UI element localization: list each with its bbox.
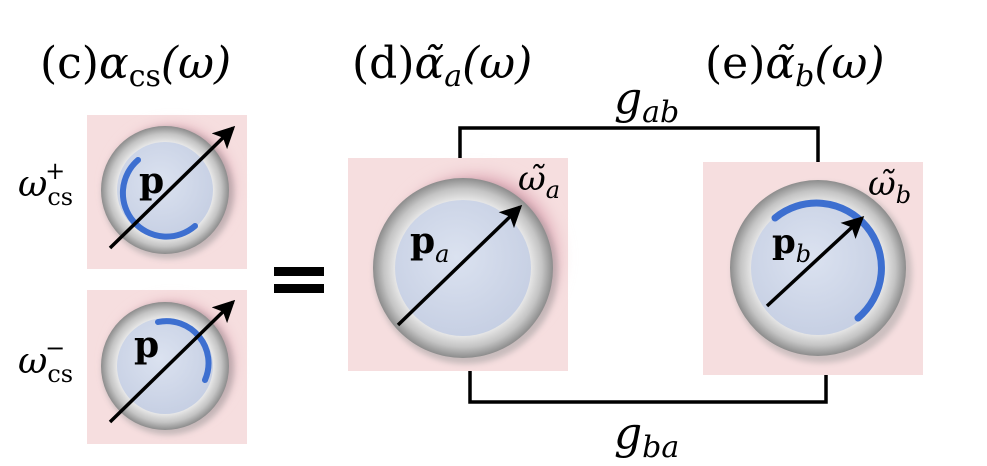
omega-a-label: ω̃a xyxy=(518,159,560,204)
panel-e-resonator: pb ω̃b xyxy=(703,162,923,375)
equals-sign xyxy=(274,267,324,293)
dipole-label: pa xyxy=(410,220,449,268)
omega-b-label: ω̃b xyxy=(868,164,911,209)
coupling-line-ba xyxy=(465,352,828,404)
dipole-arrow xyxy=(396,204,523,327)
resonator-core xyxy=(395,200,531,336)
mode-arc xyxy=(771,199,885,322)
coupling-gba-label: gba xyxy=(614,408,679,465)
coupling-gab-label: gab xyxy=(614,73,679,130)
panel-d-resonator: pa ω̃a xyxy=(348,158,571,371)
panel-d-title: (d)α̃a(ω) xyxy=(352,38,532,94)
resonator-core xyxy=(117,142,213,238)
panel-e-title: (e)α̃b(ω) xyxy=(705,38,885,94)
panel-c-resonator-plus: p xyxy=(87,115,247,269)
panel-c-resonator-minus: p xyxy=(87,290,247,444)
dipole-arrow xyxy=(108,299,236,424)
dipole-label: p xyxy=(139,160,164,202)
panel-c-title: (c)αcs(ω) xyxy=(40,38,231,94)
dipole-arrow xyxy=(765,215,865,308)
omega-cs-minus-label: ωcs− xyxy=(18,334,73,388)
dipole-arrow xyxy=(108,125,236,250)
coupling-line-ab xyxy=(458,126,823,180)
mode-arc xyxy=(119,157,198,240)
dipole-label: p xyxy=(134,324,159,366)
omega-cs-plus-label: ωcs+ xyxy=(18,157,73,211)
dipole-label: pb xyxy=(772,222,811,268)
